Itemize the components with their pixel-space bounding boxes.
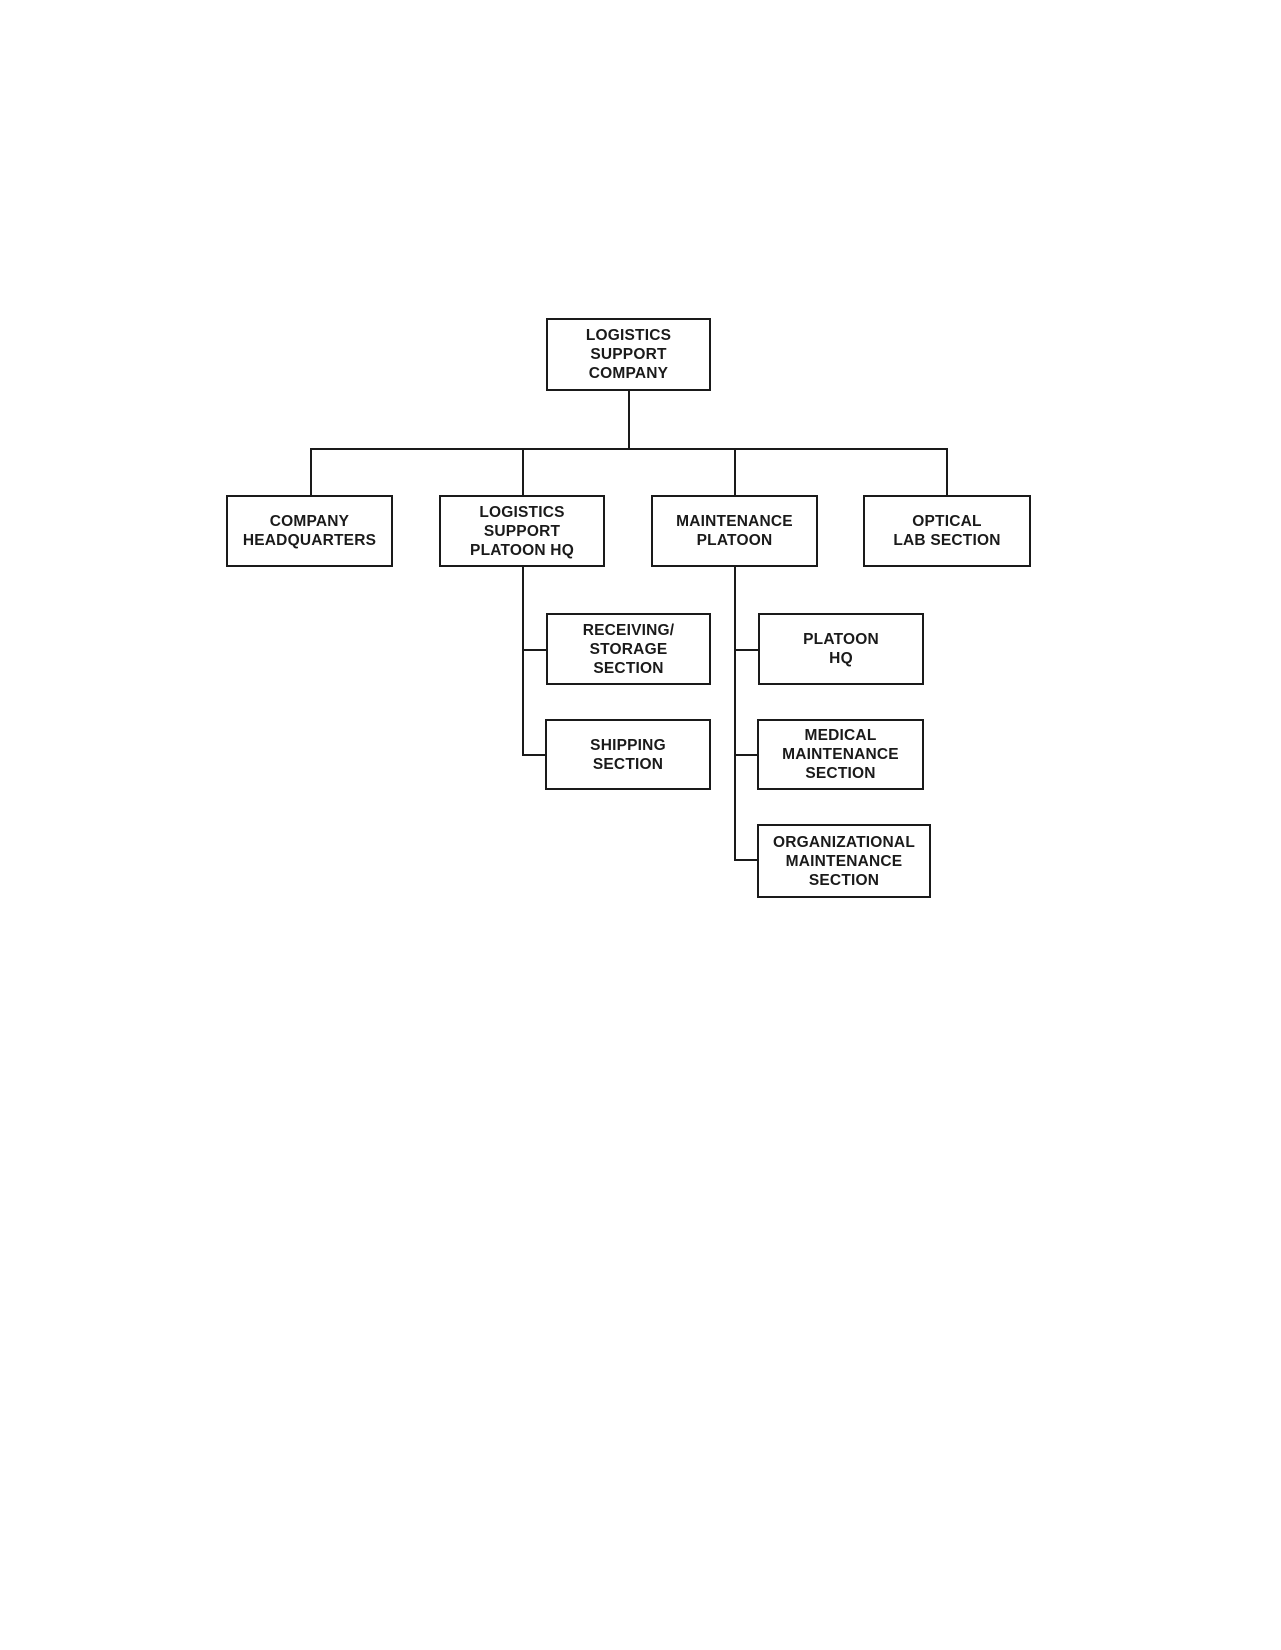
medical-maintenance-branch-connector	[734, 754, 758, 756]
optical-lab-section-box: OPTICAL LAB SECTION	[863, 495, 1031, 567]
level1-horizontal-connector	[310, 448, 948, 450]
optical-lab-drop-connector	[946, 448, 948, 495]
headquarters-drop-connector	[310, 448, 312, 495]
logistics-support-platoon-hq-box: LOGISTICS SUPPORT PLATOON HQ	[439, 495, 605, 567]
root-down-connector	[628, 391, 630, 449]
organizational-maintenance-branch-connector	[734, 859, 758, 861]
receiving-storage-branch-connector	[522, 649, 546, 651]
optical-lab-section-label: OPTICAL LAB SECTION	[893, 513, 1001, 549]
maintenance-platoon-vertical-connector	[734, 567, 736, 861]
platoon-hq-box: PLATOON HQ	[758, 613, 924, 685]
logistics-support-company-label: LOGISTICS SUPPORT COMPANY	[585, 327, 672, 382]
logistics-support-platoon-hq-label: LOGISTICS SUPPORT PLATOON HQ	[470, 503, 574, 559]
logistics-support-company-box: LOGISTICS SUPPORT COMPANY	[546, 318, 711, 391]
medical-maintenance-section-box: MEDICAL MAINTENANCE SECTION	[757, 719, 924, 790]
shipping-section-box: SHIPPING SECTION	[545, 719, 711, 790]
receiving-storage-section-label: RECEIVING/ STORAGE SECTION	[582, 621, 675, 677]
shipping-branch-connector	[522, 754, 546, 756]
logistics-platoon-drop-connector	[522, 448, 524, 495]
maintenance-platoon-box: MAINTENANCE PLATOON	[651, 495, 818, 567]
logistics-platoon-vertical-connector	[522, 567, 524, 756]
maintenance-platoon-drop-connector	[734, 448, 736, 495]
maintenance-platoon-label: MAINTENANCE PLATOON	[676, 513, 793, 549]
company-headquarters-label: COMPANY HEADQUARTERS	[242, 513, 377, 549]
organizational-maintenance-section-box: ORGANIZATIONAL MAINTENANCE SECTION	[757, 824, 931, 898]
receiving-storage-section-box: RECEIVING/ STORAGE SECTION	[546, 613, 711, 685]
medical-maintenance-section-label: MEDICAL MAINTENANCE SECTION	[782, 727, 899, 782]
organizational-maintenance-section-label: ORGANIZATIONAL MAINTENANCE SECTION	[773, 833, 915, 889]
shipping-section-label: SHIPPING SECTION	[590, 736, 666, 773]
platoon-hq-branch-connector	[734, 649, 758, 651]
platoon-hq-label: PLATOON HQ	[803, 631, 879, 667]
company-headquarters-box: COMPANY HEADQUARTERS	[226, 495, 393, 567]
